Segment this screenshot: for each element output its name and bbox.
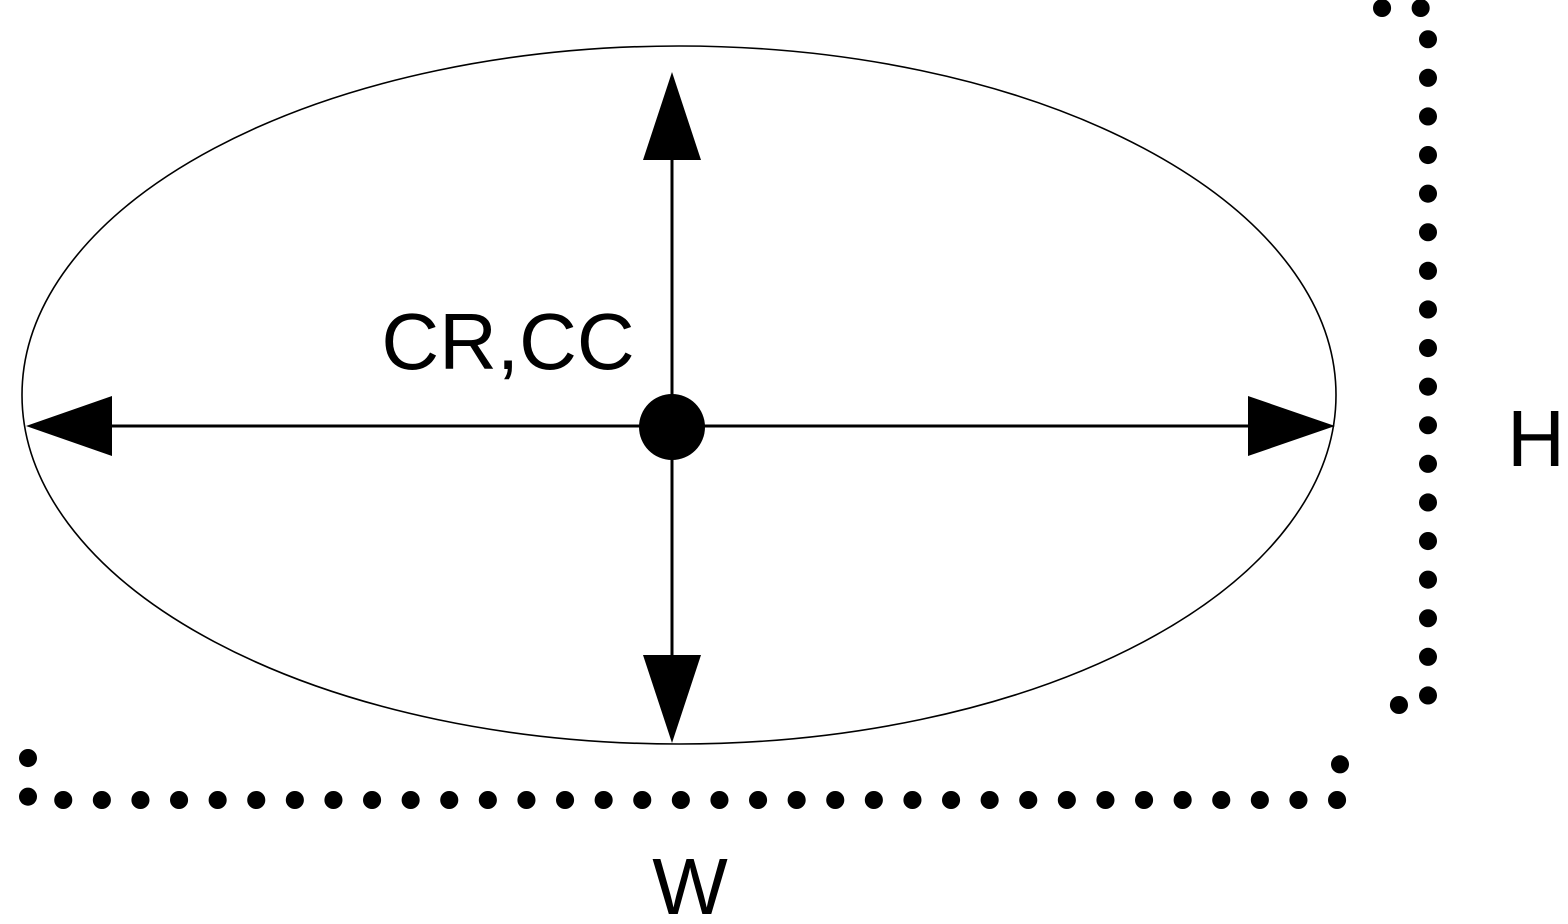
width-dimension-bracket [19, 741, 1349, 809]
up-arrowhead-icon [643, 72, 701, 160]
height-dimension-bracket [1373, 0, 1437, 714]
down-arrowhead-icon [643, 655, 701, 743]
width-label: W [652, 842, 728, 924]
ellipse-outline [21, 45, 1337, 745]
center-point [639, 394, 705, 460]
right-arrowhead-icon [1248, 396, 1335, 456]
height-label: H [1507, 394, 1565, 483]
center-label: CR,CC [381, 297, 634, 386]
left-arrowhead-icon [26, 396, 112, 456]
